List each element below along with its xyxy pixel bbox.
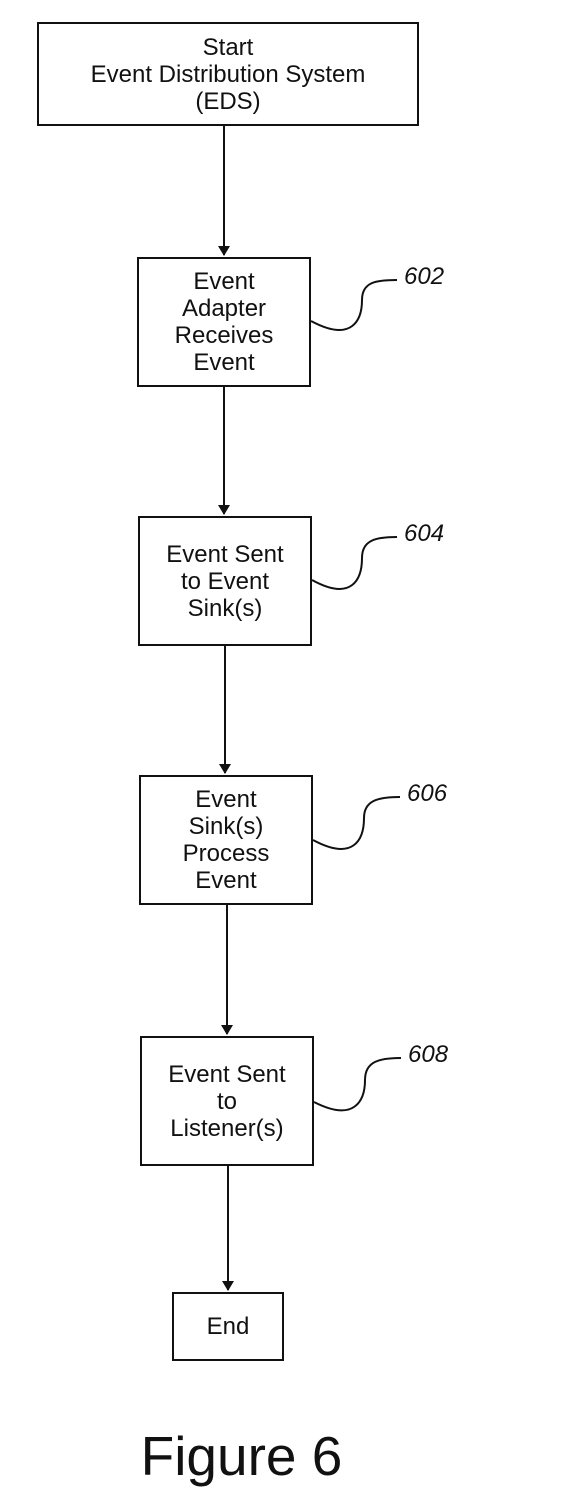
step-box-608: Event Sent to Listener(s) <box>140 1036 314 1166</box>
end-box: End <box>172 1292 284 1361</box>
step-608-label: Event Sent to Listener(s) <box>168 1060 286 1142</box>
step-604-label: Event Sent to Event Sink(s) <box>166 540 284 622</box>
start-box-label: Start Event Distribution System (EDS) <box>90 33 366 115</box>
leader-line-604 <box>311 536 398 590</box>
step-box-602: Event Adapter Receives Event <box>137 257 311 387</box>
figure-caption: Figure 6 <box>140 1425 343 1487</box>
start-box: Start Event Distribution System (EDS) <box>37 22 419 126</box>
ref-label-604: 604 <box>404 520 445 547</box>
leader-line-608 <box>313 1057 402 1112</box>
leader-line-606 <box>312 796 401 850</box>
step-box-606: Event Sink(s) Process Event <box>139 775 313 905</box>
leader-line-602 <box>310 279 398 331</box>
ref-label-608: 608 <box>408 1041 449 1068</box>
end-box-label: End <box>206 1313 250 1340</box>
ref-label-602: 602 <box>404 263 445 290</box>
step-box-604: Event Sent to Event Sink(s) <box>138 516 312 646</box>
step-602-label: Event Adapter Receives Event <box>174 268 274 376</box>
step-606-label: Event Sink(s) Process Event <box>182 786 270 894</box>
ref-label-606: 606 <box>407 780 448 807</box>
